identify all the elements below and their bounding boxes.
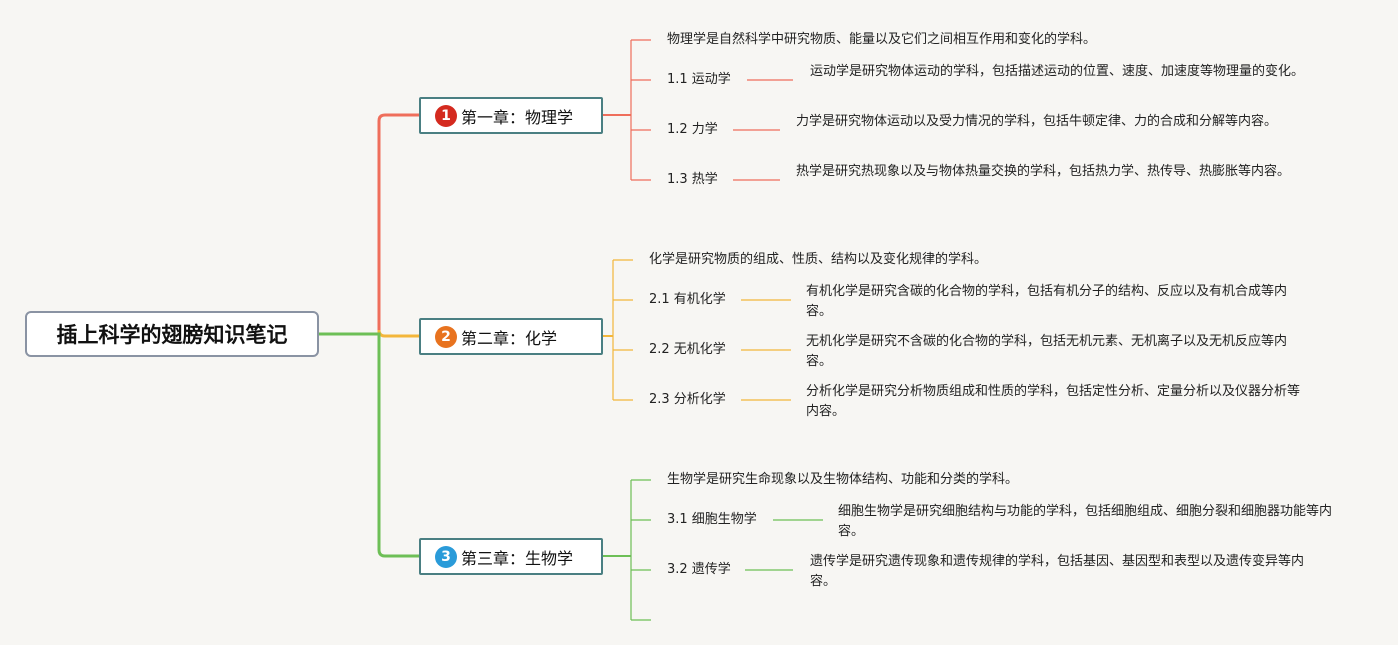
section-description: 运动学是研究物体运动的学科，包括描述运动的位置、速度、加速度等物理量的变化。 — [810, 64, 1305, 79]
chapter-number-badge: 3 — [435, 545, 457, 568]
section-label: 1.1 运动学 — [667, 72, 731, 87]
chapter-title: 第二章：化学 — [461, 328, 558, 348]
chapter-number-badge: 2 — [435, 325, 457, 348]
section-description: 力学是研究物体运动以及受力情况的学科，包括牛顿定律、力的合成和分解等内容。 — [796, 114, 1278, 129]
section-label: 1.3 热学 — [667, 172, 718, 187]
section-label: 3.2 遗传学 — [667, 562, 731, 577]
section-description: 有机化学是研究含碳的化合物的学科，包括有机分子的结构、反应以及有机合成等内容。 — [806, 284, 1288, 319]
chapter-number-badge: 1 — [435, 104, 457, 127]
section-description: 无机化学是研究不含碳的化合物的学科，包括无机元素、无机离子以及无机反应等内容。 — [806, 334, 1288, 369]
section-description: 细胞生物学是研究细胞结构与功能的学科，包括细胞组成、细胞分裂和细胞器功能等内容。 — [838, 504, 1333, 539]
section-label: 2.3 分析化学 — [649, 392, 726, 407]
section-label: 1.2 力学 — [667, 122, 718, 137]
root-topic[interactable]: 插上科学的翅膀知识笔记 — [25, 311, 319, 357]
root-branch-3 — [319, 332, 419, 558]
section-label: 2.2 无机化学 — [649, 342, 726, 357]
chapter-overview: 物理学是自然科学中研究物质、能量以及它们之间相互作用和变化的学科。 — [667, 32, 1097, 47]
chapter-overview: 化学是研究物质的组成、性质、结构以及变化规律的学科。 — [649, 252, 988, 267]
root-branch-1 — [319, 113, 419, 336]
chapter-title: 第三章：生物学 — [461, 548, 574, 568]
section-description: 分析化学是研究分析物质组成和性质的学科，包括定性分析、定量分析以及仪器分析等内容… — [806, 384, 1301, 419]
chapter-overview: 生物学是研究生命现象以及生物体结构、功能和分类的学科。 — [667, 472, 1019, 487]
root-title: 插上科学的翅膀知识笔记 — [56, 323, 288, 347]
section-label: 3.1 细胞生物学 — [667, 512, 757, 527]
section-description: 遗传学是研究遗传现象和遗传规律的学科，包括基因、基因型和表型以及遗传变异等内容。 — [810, 554, 1305, 589]
chapter-title: 第一章：物理学 — [461, 107, 574, 127]
section-label: 2.1 有机化学 — [649, 292, 726, 307]
section-description: 热学是研究热现象以及与物体热量交换的学科，包括热力学、热传导、热膨胀等内容。 — [796, 164, 1291, 179]
